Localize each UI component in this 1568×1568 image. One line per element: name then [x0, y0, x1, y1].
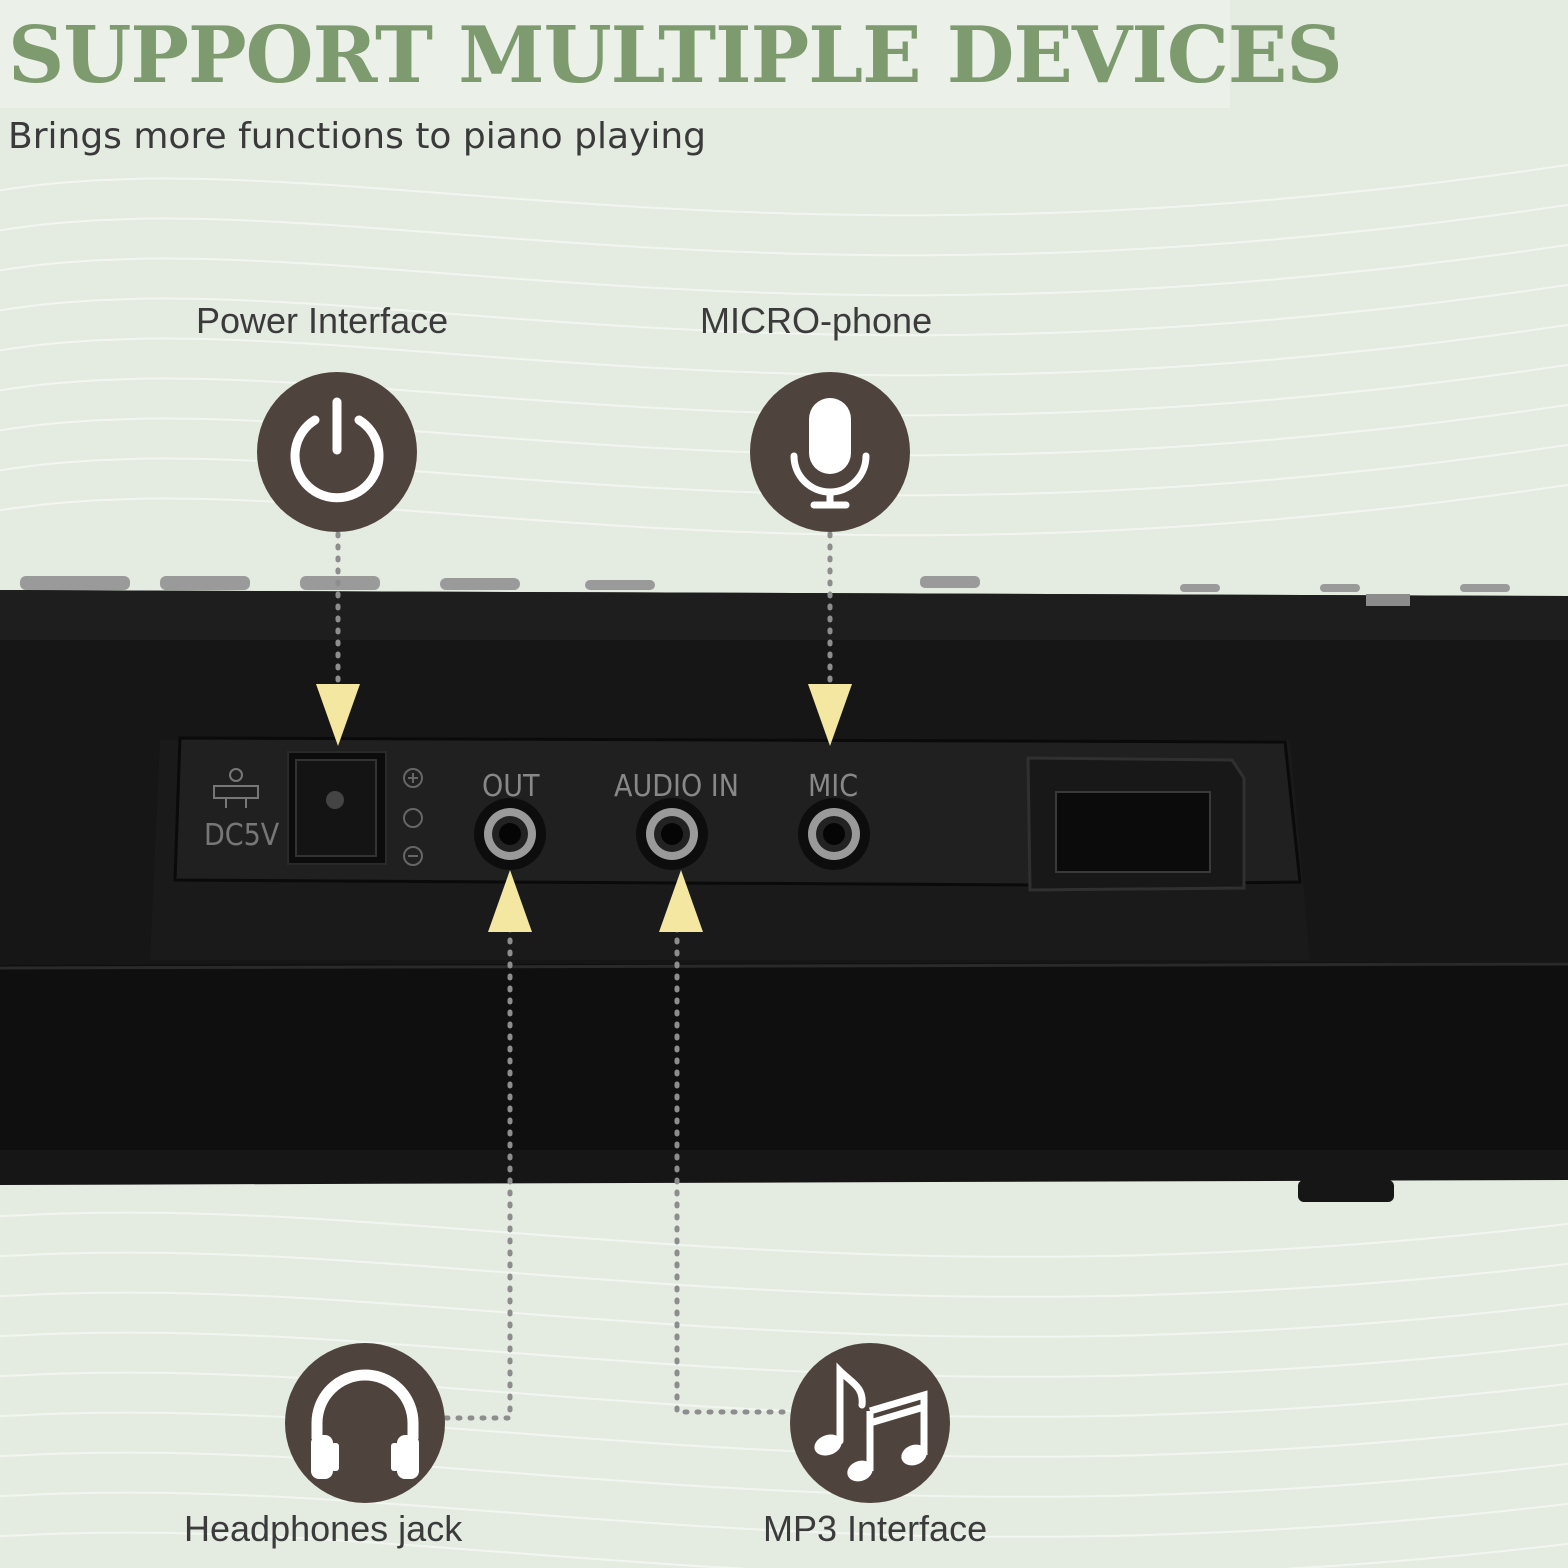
mp3-leader: [674, 925, 793, 1415]
page-title: SUPPORT MULTIPLE DEVICES: [8, 10, 1343, 101]
mic-arrow: [808, 684, 852, 746]
mp3-badge: [790, 1343, 950, 1503]
microphone-icon: [790, 398, 870, 509]
dc-symbol: [213, 768, 259, 808]
headphones-badge: [285, 1343, 445, 1503]
mic-feature-label: MICRO-phone: [700, 300, 933, 341]
headphones-leader: [443, 925, 513, 1421]
mic-label: MIC: [808, 769, 858, 804]
out-arrow: [488, 870, 532, 932]
out-jack: [474, 798, 546, 870]
dc-label: DC5V: [204, 818, 280, 853]
audio-in-label: AUDIO IN: [614, 769, 739, 804]
mic-jack: [798, 798, 870, 870]
audio-in-jack: [636, 798, 708, 870]
out-label: OUT: [482, 769, 540, 804]
power-badge: [257, 372, 417, 532]
headphones-icon: [311, 1369, 419, 1479]
power-label: Power Interface: [196, 300, 449, 341]
power-icon: [290, 397, 384, 503]
power-arrow: [316, 684, 360, 746]
page-subtitle: Brings more functions to piano playing: [8, 116, 706, 157]
headphones-label: Headphones jack: [184, 1508, 463, 1549]
mic-badge: [750, 372, 910, 532]
mp3-label: MP3 Interface: [763, 1508, 988, 1549]
music-notes-icon: [814, 1362, 928, 1482]
audio-in-arrow: [659, 870, 703, 932]
